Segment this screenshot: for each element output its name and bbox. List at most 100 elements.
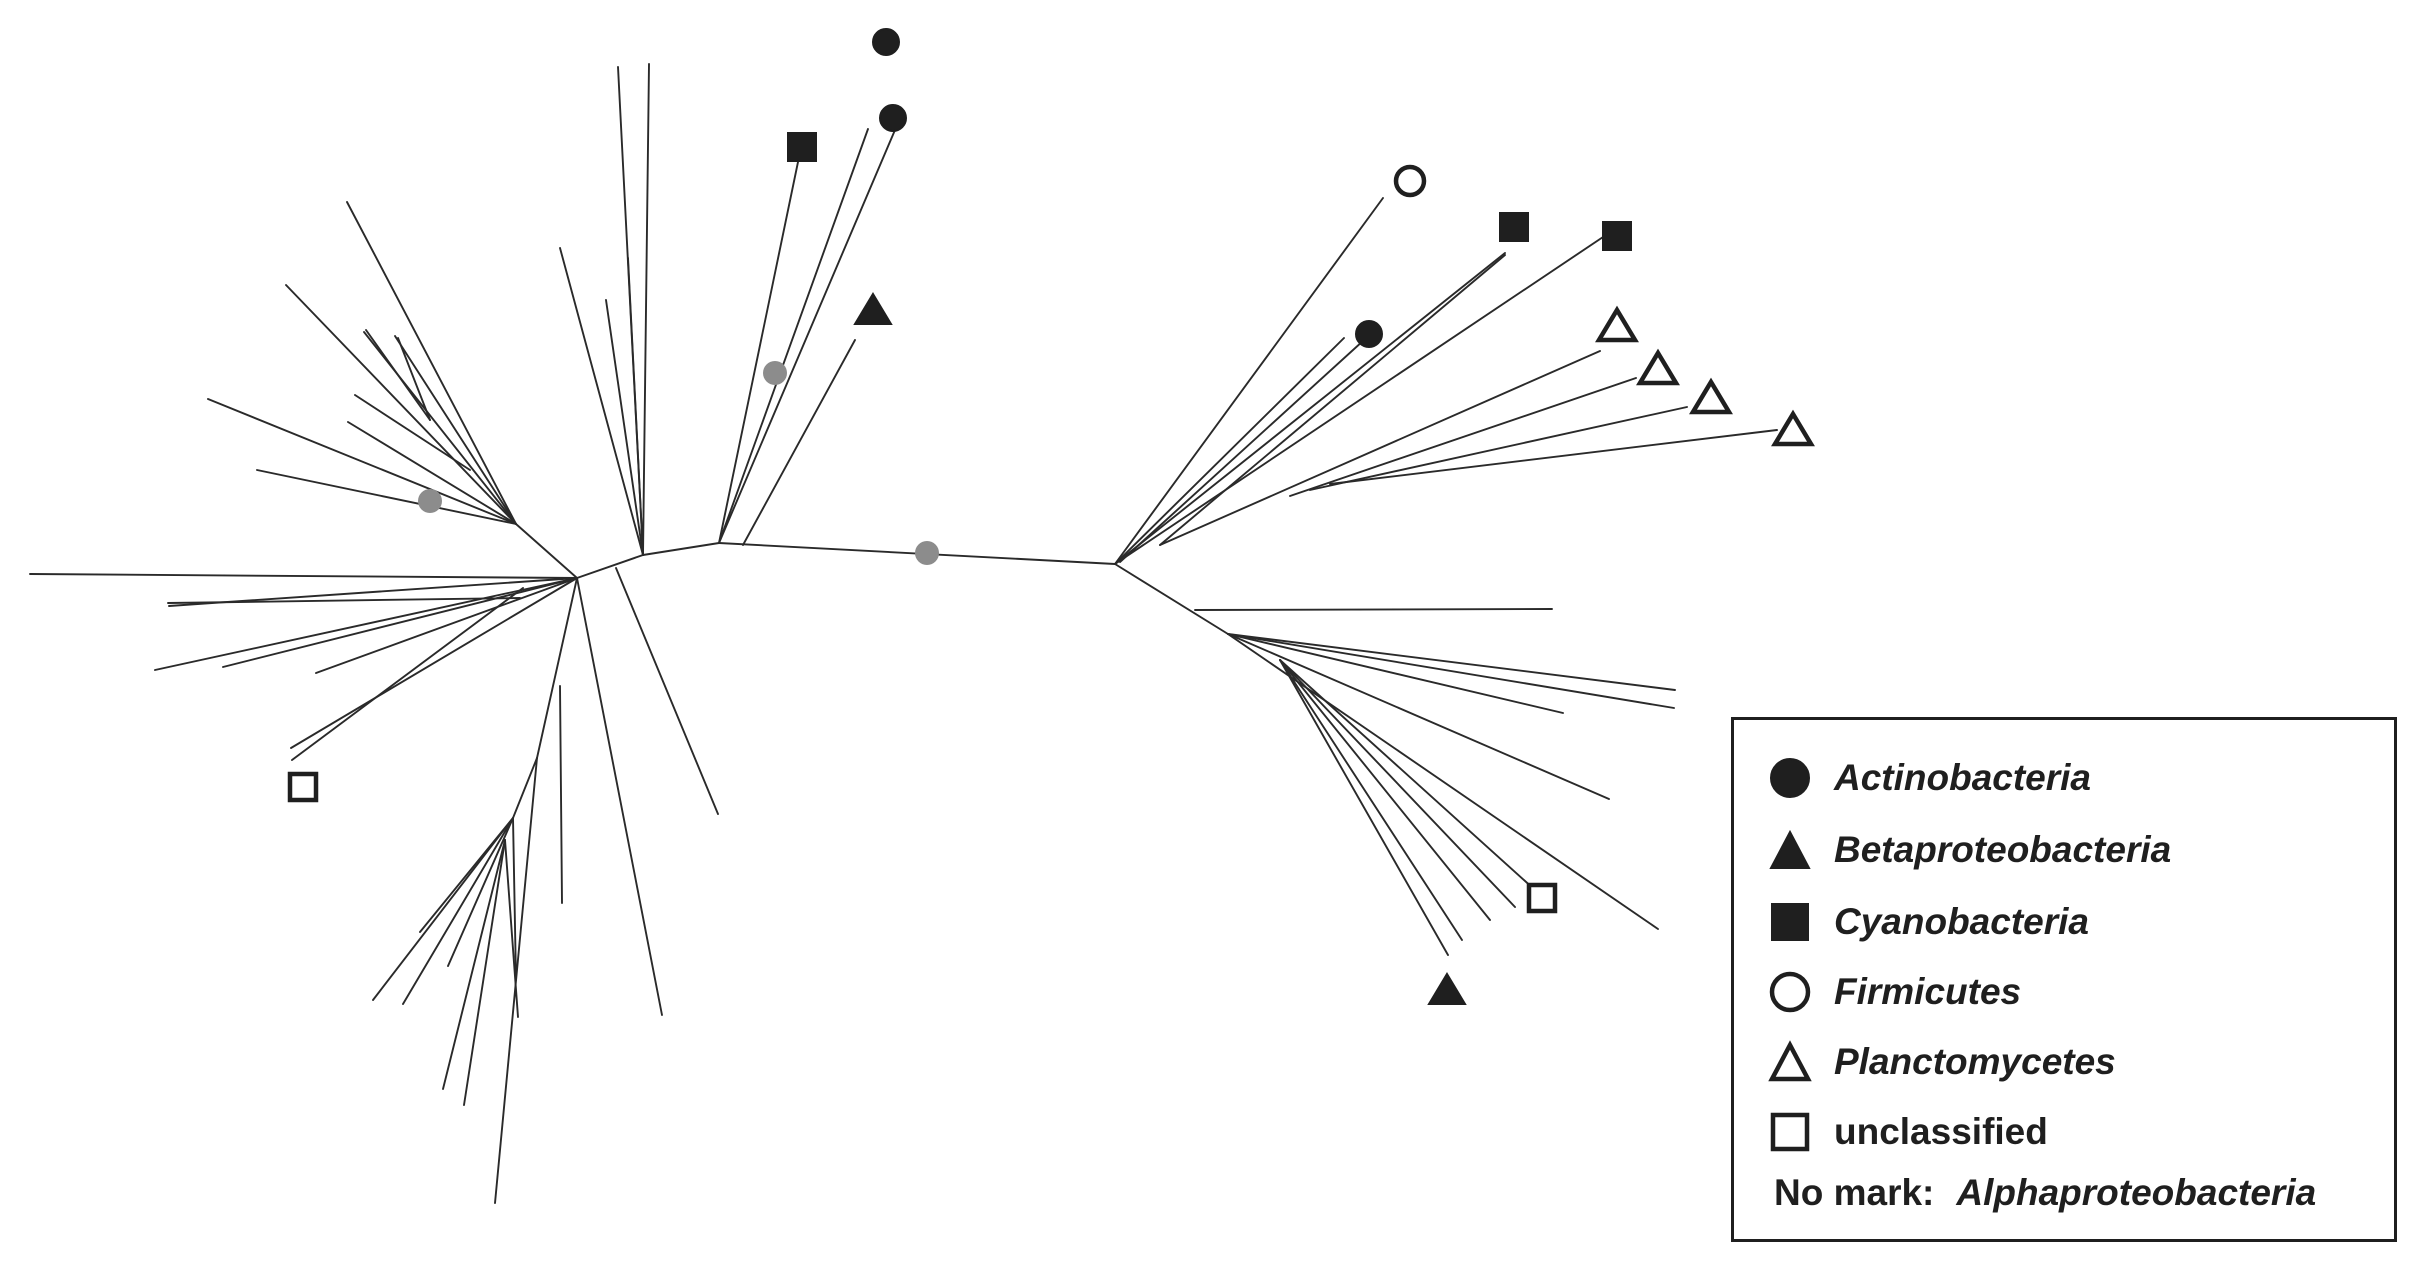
legend-label-cyanobacteria: Cyanobacteria [1834, 901, 2089, 942]
filled-square-icon [787, 132, 817, 162]
filled-square-icon [1499, 212, 1529, 242]
tree-branch [207, 398, 517, 525]
tree-branch [285, 284, 517, 525]
tree-branch [1194, 608, 1553, 611]
open-square-icon [1526, 882, 1558, 914]
tree-branches [29, 63, 1778, 1204]
tree-branch [1309, 406, 1688, 491]
open-triangle-icon [1689, 377, 1733, 415]
tree-branch [718, 128, 869, 544]
legend-footnote-value: Alphaproteobacteria [1956, 1172, 2317, 1213]
tree-branch [290, 577, 578, 749]
tree-branch [1329, 429, 1778, 485]
tree-branch [315, 577, 578, 674]
tree-branch [1114, 197, 1384, 565]
legend-footnote-label: No mark: [1774, 1172, 1935, 1213]
legend-label-firmicutes: Firmicutes [1834, 971, 2022, 1012]
open-circle-icon [1764, 966, 1816, 1018]
tree-branch [559, 685, 563, 904]
bootstrap-node-dot [418, 489, 442, 513]
tree-branch [1114, 563, 1229, 635]
tree-branch [346, 201, 517, 525]
tree-branch [642, 542, 720, 556]
legend-entry-betaproteobacteria: Betaproteobacteria [1764, 822, 2171, 878]
tree-branch [1227, 633, 1564, 714]
tree-branch [463, 839, 506, 1106]
tree-branch [354, 394, 471, 471]
tree-branch [742, 339, 856, 546]
tree-branch [1159, 350, 1601, 546]
tree-branch [1279, 659, 1463, 941]
bootstrap-nodes [418, 361, 939, 565]
legend-label-betaproteobacteria: Betaproteobacteria [1834, 829, 2172, 870]
tree-branch [256, 469, 517, 525]
open-triangle-icon [1595, 305, 1639, 343]
open-triangle-icon [1771, 409, 1815, 447]
bootstrap-node-dot [763, 361, 787, 385]
filled-square-icon [1602, 221, 1632, 251]
legend-footnote: No mark: Alphaproteobacteria [1774, 1172, 2316, 1214]
filled-triangle-icon [1764, 824, 1816, 876]
tree-branch [627, 257, 644, 556]
tree-branch [1289, 377, 1637, 497]
tree-branch [442, 839, 506, 1090]
filled-circle-icon [872, 28, 900, 56]
tree-branch [447, 817, 514, 967]
tree-branch [504, 839, 519, 1018]
tree-branch [1279, 659, 1491, 921]
filled-circle-icon [1764, 752, 1816, 804]
tree-branch [718, 129, 896, 544]
legend-label-actinobacteria: Actinobacteria [1834, 757, 2092, 798]
filled-triangle-icon [853, 292, 893, 325]
tree-branch [576, 554, 644, 579]
tree-branch [1279, 659, 1449, 956]
legend-entry-cyanobacteria: Cyanobacteria [1764, 894, 2089, 950]
tree-branch [1279, 659, 1516, 908]
tree-branch [515, 523, 578, 579]
tree-branch [576, 577, 663, 1016]
tree-branch [347, 421, 517, 525]
tree-branch [512, 757, 538, 819]
filled-circle-icon [879, 104, 907, 132]
tree-branch [394, 335, 517, 525]
filled-triangle-icon [1427, 972, 1467, 1005]
legend-entry-unclassified: unclassified [1764, 1104, 2048, 1160]
tree-branch [1279, 659, 1536, 891]
tree-branch [1227, 633, 1675, 709]
tree-branch [29, 573, 578, 579]
legend-entry-planctomycetes: Planctomycetes [1764, 1034, 2116, 1090]
tree-branch [1227, 633, 1676, 691]
open-triangle-icon [1636, 348, 1680, 386]
tree-branch [372, 817, 514, 1001]
legend: Actinobacteria Betaproteobacteria Cyanob… [1731, 717, 2397, 1242]
tree-branch [1114, 230, 1613, 565]
bootstrap-node-dot [915, 541, 939, 565]
filled-circle-icon [1355, 320, 1383, 348]
tree-branch [512, 817, 517, 981]
tree-branch [154, 577, 578, 671]
open-square-icon [1764, 1106, 1816, 1158]
tree-branch [536, 577, 578, 759]
open-circle-icon [1393, 164, 1427, 198]
legend-label-planctomycetes: Planctomycetes [1834, 1041, 2116, 1082]
tree-branch [397, 337, 431, 421]
tree-branch [1227, 633, 1610, 800]
legend-entry-firmicutes: Firmicutes [1764, 964, 2021, 1020]
tree-branch [291, 587, 524, 761]
legend-label-unclassified: unclassified [1834, 1111, 2048, 1152]
tree-branch [615, 567, 719, 815]
tree-branch [642, 63, 650, 556]
tree-branch [1114, 337, 1345, 565]
tree-branch [419, 817, 514, 933]
tree-branch [1114, 252, 1506, 565]
tree-branch [402, 817, 514, 1005]
filled-square-icon [1764, 896, 1816, 948]
leaf-markers [287, 28, 1815, 1005]
tree-branch [1119, 329, 1376, 563]
legend-entry-actinobacteria: Actinobacteria [1764, 750, 2091, 806]
open-triangle-icon [1764, 1036, 1816, 1088]
tree-branch [222, 577, 578, 668]
tree-branch [167, 597, 521, 604]
tree-branch [718, 161, 799, 544]
